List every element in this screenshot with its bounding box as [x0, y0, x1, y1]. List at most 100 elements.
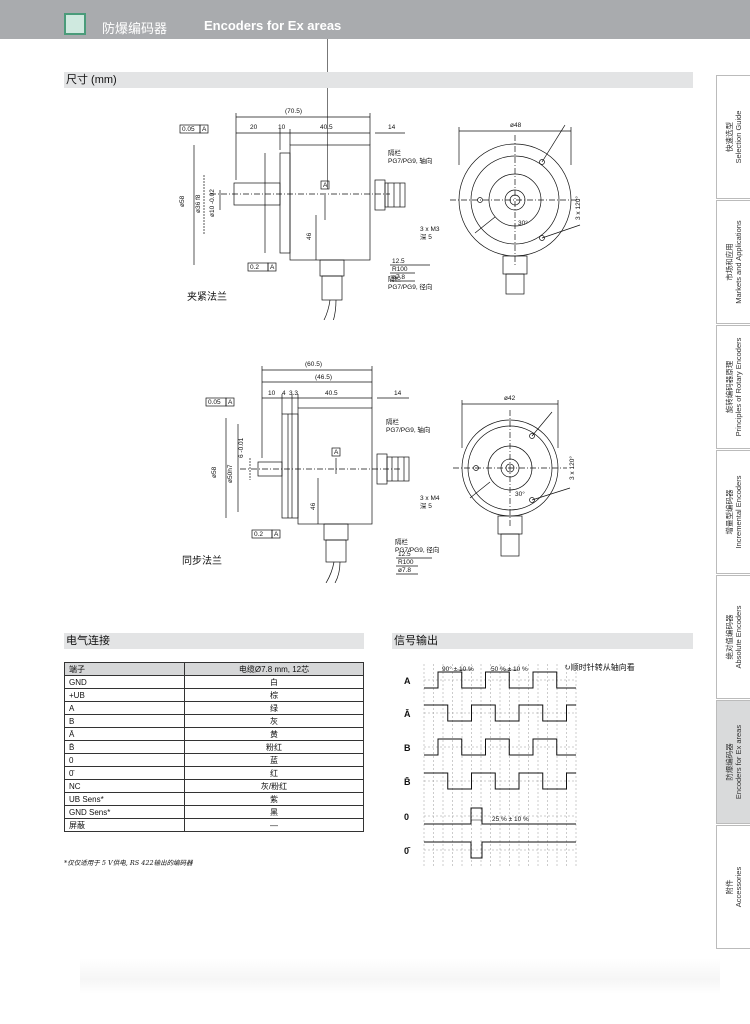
table-cell-terminal: +UB	[64, 688, 185, 702]
note1-gland-radial-2: PG7/PG9, 径向	[388, 282, 432, 291]
table-cell-color: 黑	[184, 805, 364, 819]
dim1-r125: 12.5	[392, 258, 405, 265]
table-row: 0̄红	[64, 766, 364, 780]
sidebar-tab-cn: 快速选型	[724, 122, 734, 153]
dim1-a30: 30°	[518, 219, 528, 227]
table-cell-color: 灰/粉红	[184, 779, 364, 793]
dim2-angle: 3 x 120°	[568, 456, 576, 480]
table-cell-color: 紫	[184, 792, 364, 806]
note2-gland-axial-2: PG7/PG9, 轴向	[386, 425, 430, 434]
signal-wave-4	[424, 807, 576, 825]
note2-gland-axial-1: 隔栏	[386, 417, 400, 426]
signal-dim-90: 90° ± 10 %	[442, 665, 474, 673]
dim2-14: 14	[394, 390, 402, 397]
section-electrical: 电气连接	[64, 633, 364, 649]
sidebar-tab-cn: 防爆编码器	[724, 743, 734, 781]
sidebar-tab-en: Encoders for Ex areas	[733, 724, 743, 800]
table-cell-terminal: GND Sens*	[64, 805, 185, 819]
table-cell-terminal: 屏蔽	[64, 818, 185, 832]
signal-dim-25: 25 % ± 10 %	[492, 816, 529, 823]
note1-gland-axial-1: 隔栏	[388, 148, 402, 157]
note2-gland-radial-1: 隔栏	[395, 537, 409, 546]
dim2-r100: R100	[398, 559, 414, 566]
sidebar-tab-en: Absolute Encoders	[733, 605, 743, 669]
table-cell-terminal: A	[64, 701, 185, 715]
dim1-20: 20	[250, 124, 258, 131]
dim2-405: 40.5	[325, 390, 338, 397]
dim2-d78: ø7.8	[398, 567, 411, 574]
dim2-33: 3.3	[289, 390, 298, 397]
sidebar-tab-cn: 旋转编码器原理	[724, 360, 734, 414]
note1-gland-radial-1: 隔栏	[388, 274, 402, 283]
dim2-d50: ø50h7	[227, 464, 234, 483]
dim2-r125: 12.5	[398, 551, 411, 558]
table-row: B̄粉红	[64, 740, 364, 754]
table-row: 屏蔽—	[64, 818, 364, 832]
table-cell-color: 粉红	[184, 740, 364, 754]
tol1-b: 0.2	[250, 264, 259, 271]
header-bar: 防爆编码器 Encoders for Ex areas	[0, 0, 750, 39]
dim1-10: 10	[278, 124, 286, 131]
note2-screw-1: 3 x M4	[420, 495, 440, 502]
dim1-d58: ø58	[179, 195, 186, 207]
dim1-d48: ø48	[510, 122, 522, 129]
note2-screw-2: 深 5	[420, 501, 432, 510]
table-cell-color: 灰	[184, 714, 364, 728]
drawing-clamping-flange: (70.5) 20 10 40.5 14 ø48 ø58 ø36 f8 ø10 …	[179, 108, 582, 320]
dim2-10: 10	[268, 390, 276, 397]
table-row: UB Sens*紫	[64, 792, 364, 806]
dim2-a30: 30°	[515, 490, 525, 498]
table-cell-color: 红	[184, 766, 364, 780]
dim2-sub: (46.5)	[315, 374, 332, 381]
dim1-d36: ø36 f8	[195, 194, 202, 213]
table-cell-color: —	[184, 818, 364, 832]
table-cell-terminal: 0	[64, 753, 185, 767]
header-title-cn: 防爆编码器	[102, 22, 168, 37]
dim1-405: 40.5	[320, 124, 333, 131]
dim2-d42: ø42	[504, 395, 516, 402]
table-header-terminal: 端子	[64, 662, 185, 676]
table-cell-terminal: 0̄	[64, 766, 185, 780]
note1-screw-1: 3 x M3	[420, 226, 440, 233]
dim1-r100: R100	[392, 266, 408, 273]
dim1-angle: 3 x 120°	[574, 196, 582, 220]
caption-clamping-flange: 夹紧法兰	[187, 292, 227, 303]
dim1-h46: 46	[306, 232, 313, 240]
table-cell-color: 黄	[184, 727, 364, 741]
datum1-c: A	[323, 182, 328, 189]
section-signal: 信号输出	[392, 633, 693, 649]
note1-gland-axial-2: PG7/PG9, 轴向	[388, 156, 432, 165]
note1-screw-2: 深 5	[420, 232, 432, 241]
dim1-14: 14	[388, 124, 396, 131]
header-logo-square	[64, 13, 86, 35]
table-row: GND Sens*黑	[64, 805, 364, 819]
table-cell-terminal: B̄	[64, 740, 185, 754]
sidebar-tab-cn: 市场和应用	[724, 243, 734, 281]
header-leader-line	[327, 39, 328, 189]
datum2-b: A	[274, 531, 279, 538]
table-cell-color: 棕	[184, 688, 364, 702]
datum1-b: A	[270, 264, 275, 271]
signal-wave-0	[424, 671, 576, 689]
drawing-synchro-flange: (60.5) (46.5) 10 4 3.3 40.5 14 ø42 ø58 ø…	[205, 361, 576, 583]
table-cell-terminal: NC	[64, 779, 185, 793]
signal-channel-label: 0	[404, 812, 409, 822]
signal-wave-5	[424, 841, 576, 859]
table-footnote: *仅仅适用于 5 V供电, RS 422输出的编码器	[64, 859, 193, 867]
table-cell-color: 绿	[184, 701, 364, 715]
table-cell-terminal: GND	[64, 675, 185, 689]
section-dimensions: 尺寸 (mm)	[64, 72, 693, 88]
page-bottom-fade	[80, 958, 720, 994]
dim2-total: (60.5)	[305, 361, 322, 368]
